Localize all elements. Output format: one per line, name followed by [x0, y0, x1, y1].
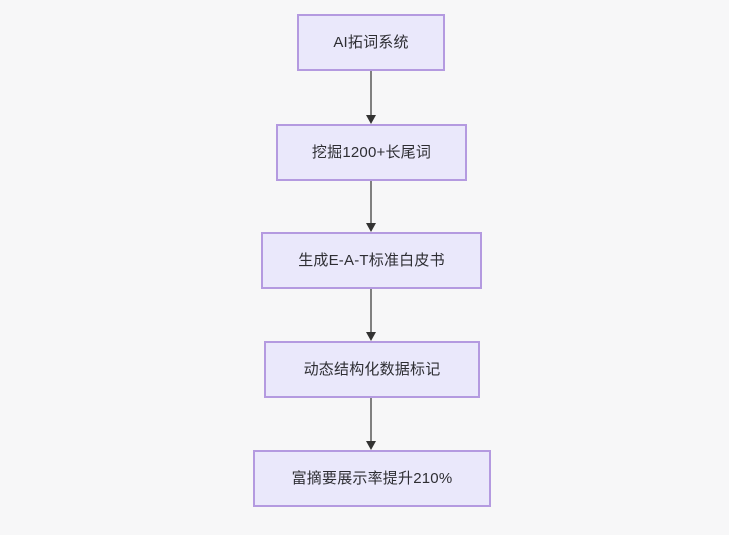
arrow-head-icon — [366, 441, 376, 450]
node-label: 挖掘1200+长尾词 — [311, 144, 432, 161]
flowchart-node-dynamic-structured-data-markup[interactable]: 动态结构化数据标记 — [264, 341, 480, 398]
flowchart-node-rich-snippet-rate-increase[interactable]: 富摘要展示率提升210% — [253, 450, 491, 507]
edge-n3-n4 — [366, 289, 376, 341]
flowchart-node-ai-expansion-system[interactable]: AI拓词系统 — [297, 14, 445, 71]
edge-line — [370, 71, 372, 116]
flowchart-node-generate-eat-whitepaper[interactable]: 生成E-A-T标准白皮书 — [261, 232, 482, 289]
node-label: 富摘要展示率提升210% — [291, 470, 453, 487]
node-label: AI拓词系统 — [333, 34, 409, 51]
node-label: 生成E-A-T标准白皮书 — [298, 252, 445, 269]
edge-line — [370, 289, 372, 333]
node-label: 动态结构化数据标记 — [303, 361, 441, 378]
flowchart-node-mine-longtail-keywords[interactable]: 挖掘1200+长尾词 — [276, 124, 467, 181]
arrow-head-icon — [366, 223, 376, 232]
arrow-head-icon — [366, 332, 376, 341]
edge-line — [370, 181, 372, 224]
arrow-head-icon — [366, 115, 376, 124]
edge-line — [370, 398, 372, 442]
edge-n4-n5 — [366, 398, 376, 450]
edge-n1-n2 — [366, 71, 376, 124]
edge-n2-n3 — [366, 181, 376, 232]
